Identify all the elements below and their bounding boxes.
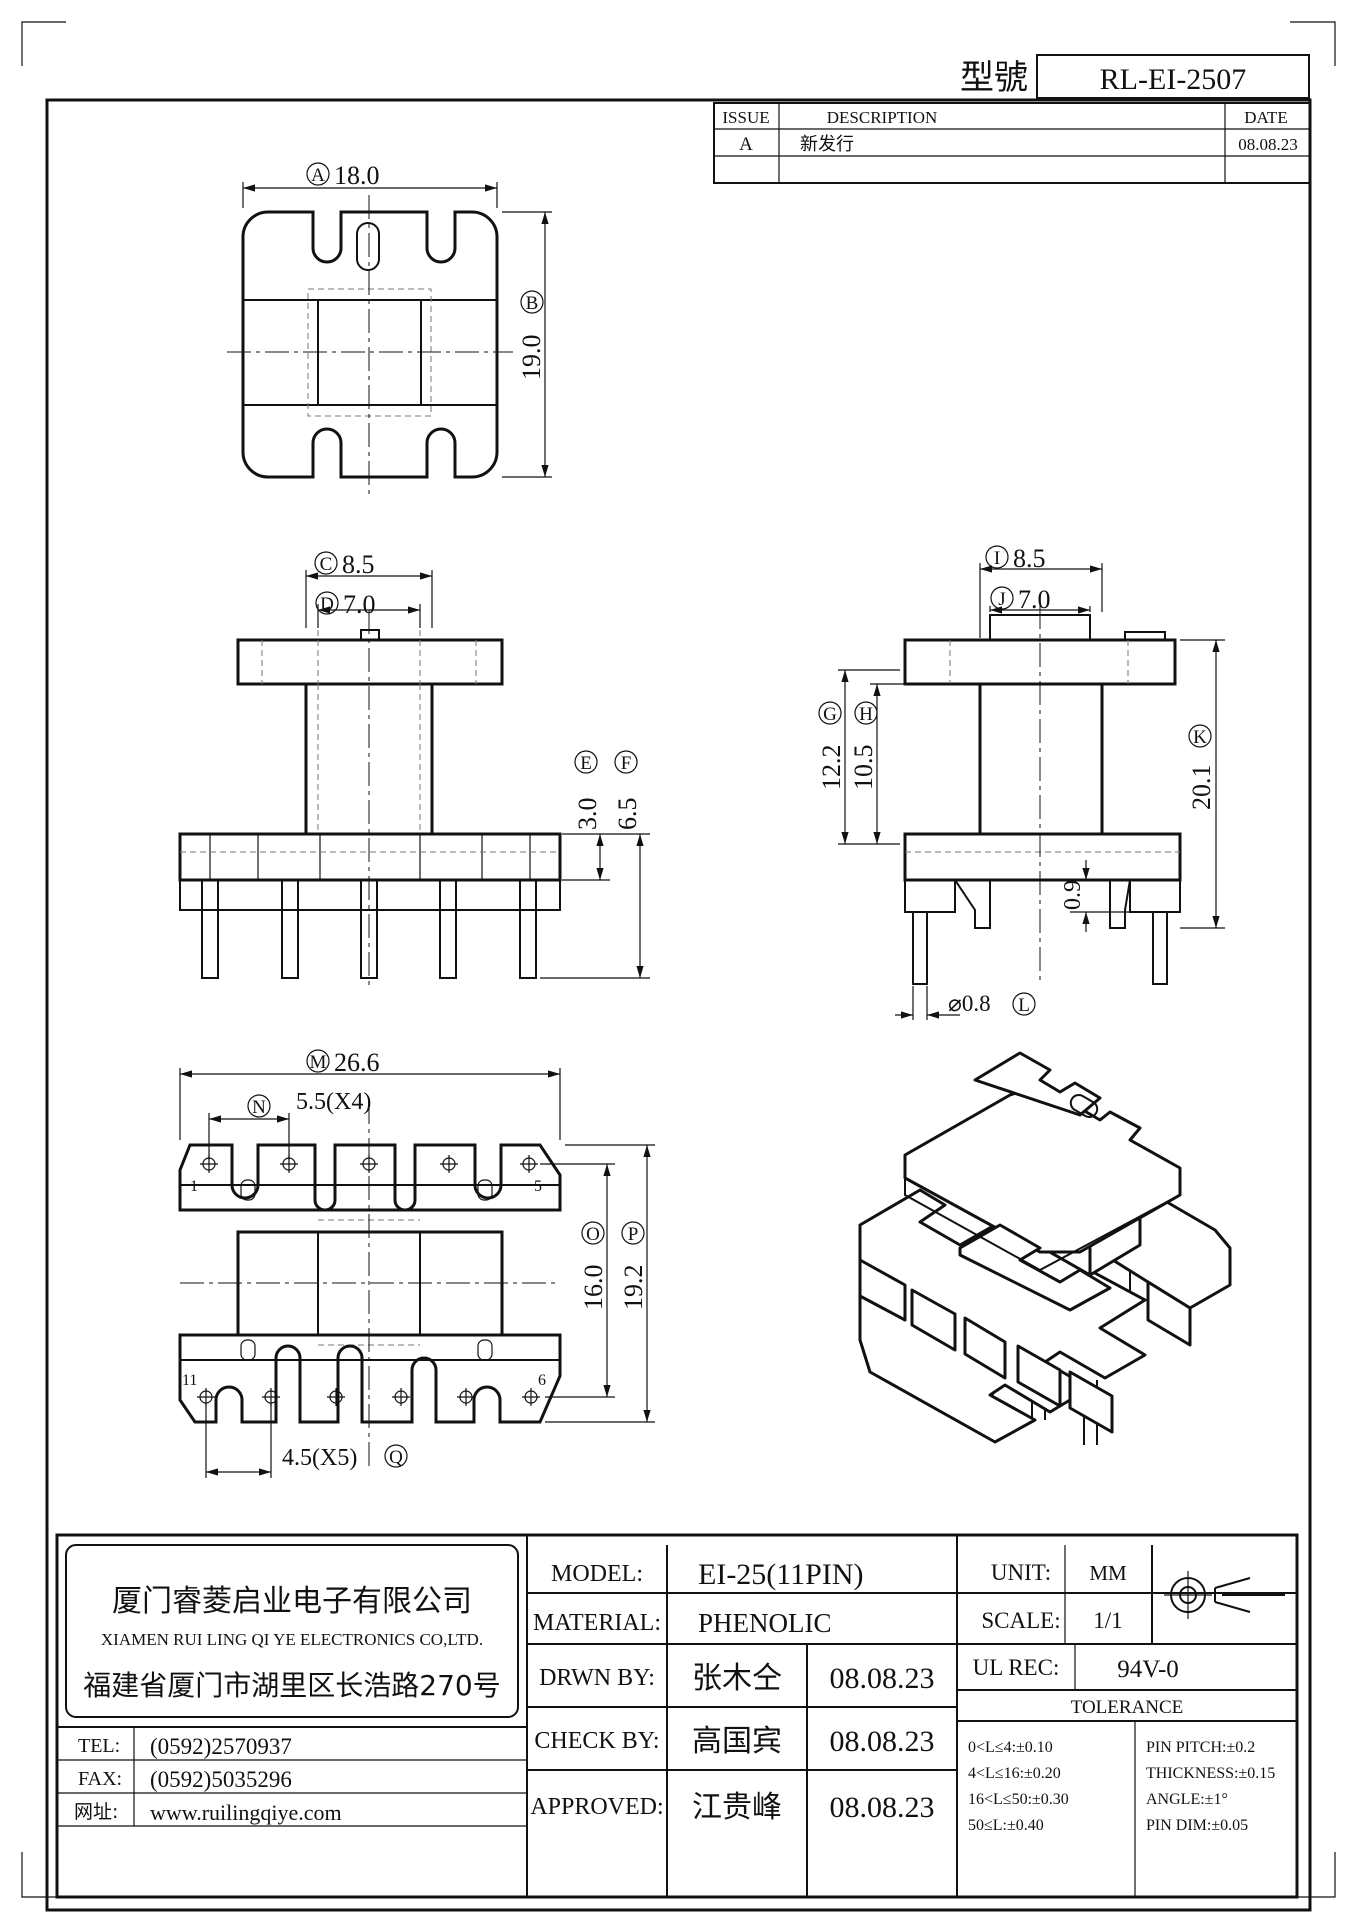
tel-label: TEL:	[78, 1735, 120, 1757]
dim-I-value: 8.5	[1013, 544, 1046, 573]
tolerance-right-3: ANGLE:±1°	[1146, 1791, 1228, 1808]
fax-label: FAX:	[78, 1768, 122, 1790]
dim-Q-value: 4.5(X5)	[282, 1445, 357, 1471]
pin-markers-top	[200, 1155, 538, 1173]
dim-A-value: 18.0	[334, 161, 380, 190]
dim-N-value: 5.5(X4)	[296, 1089, 371, 1115]
tolerance-title: TOLERANCE	[1071, 1697, 1184, 1718]
approved-date: 08.08.23	[830, 1791, 935, 1824]
dim-P-value: 19.2	[619, 1265, 648, 1311]
dim-B-letter: B	[526, 293, 539, 314]
model-number-box: 型號 RL-EI-2507	[960, 54, 1310, 99]
dim-H-letter: H	[859, 704, 873, 725]
tel-value: (0592)2570937	[150, 1734, 292, 1759]
dim-P-letter: P	[628, 1224, 639, 1245]
tolerance-left-3: 16<L≤50:±0.30	[968, 1791, 1069, 1808]
dim-B-value: 19.0	[517, 335, 546, 381]
dim-E-letter: E	[580, 753, 592, 774]
dim-A-circle	[306, 162, 330, 186]
tolerance-left-4: 50≤L:±0.40	[968, 1817, 1044, 1834]
ul-label: UL REC:	[973, 1655, 1060, 1680]
dim-K-letter: K	[1193, 727, 1207, 748]
check-label: CHECK BY:	[534, 1728, 659, 1754]
tolerance-left-1: 0<L≤4:±0.10	[968, 1739, 1053, 1756]
title-block: 厦门睿菱启业电子有限公司 XIAMEN RUI LING QI YE ELECT…	[55, 1533, 1299, 1899]
bottom-view: 1 5 11 6 M 26.6 N 5.5(X4) O 16.0 P 19.2	[178, 1048, 655, 1478]
model-label: MODEL:	[551, 1561, 643, 1587]
dim-H-value: 10.5	[849, 745, 878, 791]
tolerance-right-1: PIN PITCH:±0.2	[1146, 1739, 1255, 1756]
dim-C-value: 8.5	[342, 550, 375, 579]
drawn-date: 08.08.23	[830, 1662, 935, 1695]
top-view: A 18.0 B 19.0	[227, 161, 552, 495]
dim-G-value: 12.2	[817, 745, 846, 791]
tolerance-left-2: 4<L≤16:±0.20	[968, 1765, 1061, 1782]
approved-name: 江贵峰	[692, 1790, 782, 1825]
dim-side-pin-gap: 0.9	[1060, 880, 1086, 910]
pin-label-5: 5	[534, 1178, 542, 1195]
dim-F-letter: F	[621, 753, 632, 774]
check-name: 高国宾	[692, 1724, 782, 1759]
dim-L-value: ⌀0.8	[948, 991, 991, 1016]
drawn-label: DRWN BY:	[539, 1665, 655, 1691]
dim-D-letter: D	[320, 594, 334, 615]
dim-J-letter: J	[998, 589, 1005, 610]
approved-label: APPROVED:	[530, 1794, 663, 1820]
check-date: 08.08.23	[830, 1725, 935, 1758]
material-label: MATERIAL:	[533, 1610, 661, 1636]
dim-N-letter: N	[252, 1097, 266, 1118]
unit-value: MM	[1089, 1561, 1127, 1585]
dim-G-letter: G	[823, 704, 837, 725]
rev-header-date: DATE	[1244, 108, 1287, 127]
dim-E-value: 3.0	[573, 798, 602, 831]
dim-M-value: 26.6	[334, 1048, 380, 1077]
scale-value: 1/1	[1093, 1608, 1122, 1633]
pin-markers-bottom	[197, 1388, 540, 1406]
dim-K-value: 20.1	[1187, 765, 1216, 811]
pin-label-1: 1	[190, 1178, 198, 1195]
material-value: PHENOLIC	[698, 1608, 832, 1638]
projection-symbol-icon	[1164, 1571, 1285, 1619]
dim-D-value: 7.0	[343, 590, 376, 619]
dim-M-letter: M	[310, 1052, 327, 1073]
rev-date: 08.08.23	[1238, 135, 1298, 154]
model-value: EI-25(11PIN)	[698, 1558, 864, 1591]
dim-Q-letter: Q	[389, 1447, 403, 1468]
dim-F-value: 6.5	[613, 798, 642, 831]
rev-description: 新发行	[800, 134, 854, 155]
tolerance-right-4: PIN DIM:±0.05	[1146, 1817, 1248, 1834]
unit-label: UNIT:	[991, 1560, 1051, 1585]
rev-issue: A	[739, 134, 753, 155]
dim-A-letter: A	[311, 165, 325, 186]
dim-C-letter: C	[320, 554, 333, 575]
pin-label-6: 6	[538, 1372, 546, 1389]
model-number-label: 型號	[960, 58, 1028, 98]
dim-J-value: 7.0	[1018, 585, 1051, 614]
revision-table: ISSUE DESCRIPTION DATE A 新发行 08.08.23	[713, 102, 1311, 184]
model-number-value: RL-EI-2507	[1100, 63, 1247, 96]
front-view: C 8.5 D 7.0 E 3.0 F 6.5	[178, 550, 650, 985]
web-value: www.ruilingqiye.com	[150, 1800, 342, 1825]
web-label: 网址:	[74, 1801, 118, 1823]
company-name-cn: 厦门睿菱启业电子有限公司	[112, 1584, 472, 1619]
company-address: 福建省厦门市湖里区长浩路270号	[83, 1669, 500, 1702]
side-view: I 8.5 J 7.0 G 12.2 H 10.5 K 20.1 0.9	[817, 544, 1225, 1020]
rev-header-description: DESCRIPTION	[827, 108, 938, 127]
drawn-name: 张木仝	[692, 1661, 782, 1696]
scale-label: SCALE:	[981, 1608, 1060, 1633]
dim-O-value: 16.0	[579, 1265, 608, 1311]
dim-O-letter: O	[586, 1224, 600, 1245]
ul-value: 94V-0	[1117, 1656, 1179, 1683]
tolerance-right-2: THICKNESS:±0.15	[1146, 1765, 1275, 1782]
isometric-view	[858, 1051, 1232, 1445]
company-name-en: XIAMEN RUI LING QI YE ELECTRONICS CO,LTD…	[101, 1630, 483, 1649]
pin-label-11: 11	[182, 1372, 197, 1389]
rev-header-issue: ISSUE	[722, 108, 769, 127]
fax-value: (0592)5035296	[150, 1767, 292, 1792]
dim-I-letter: I	[994, 548, 1000, 569]
sheet-frame	[21, 21, 1336, 1912]
dim-L-letter: L	[1018, 995, 1030, 1016]
